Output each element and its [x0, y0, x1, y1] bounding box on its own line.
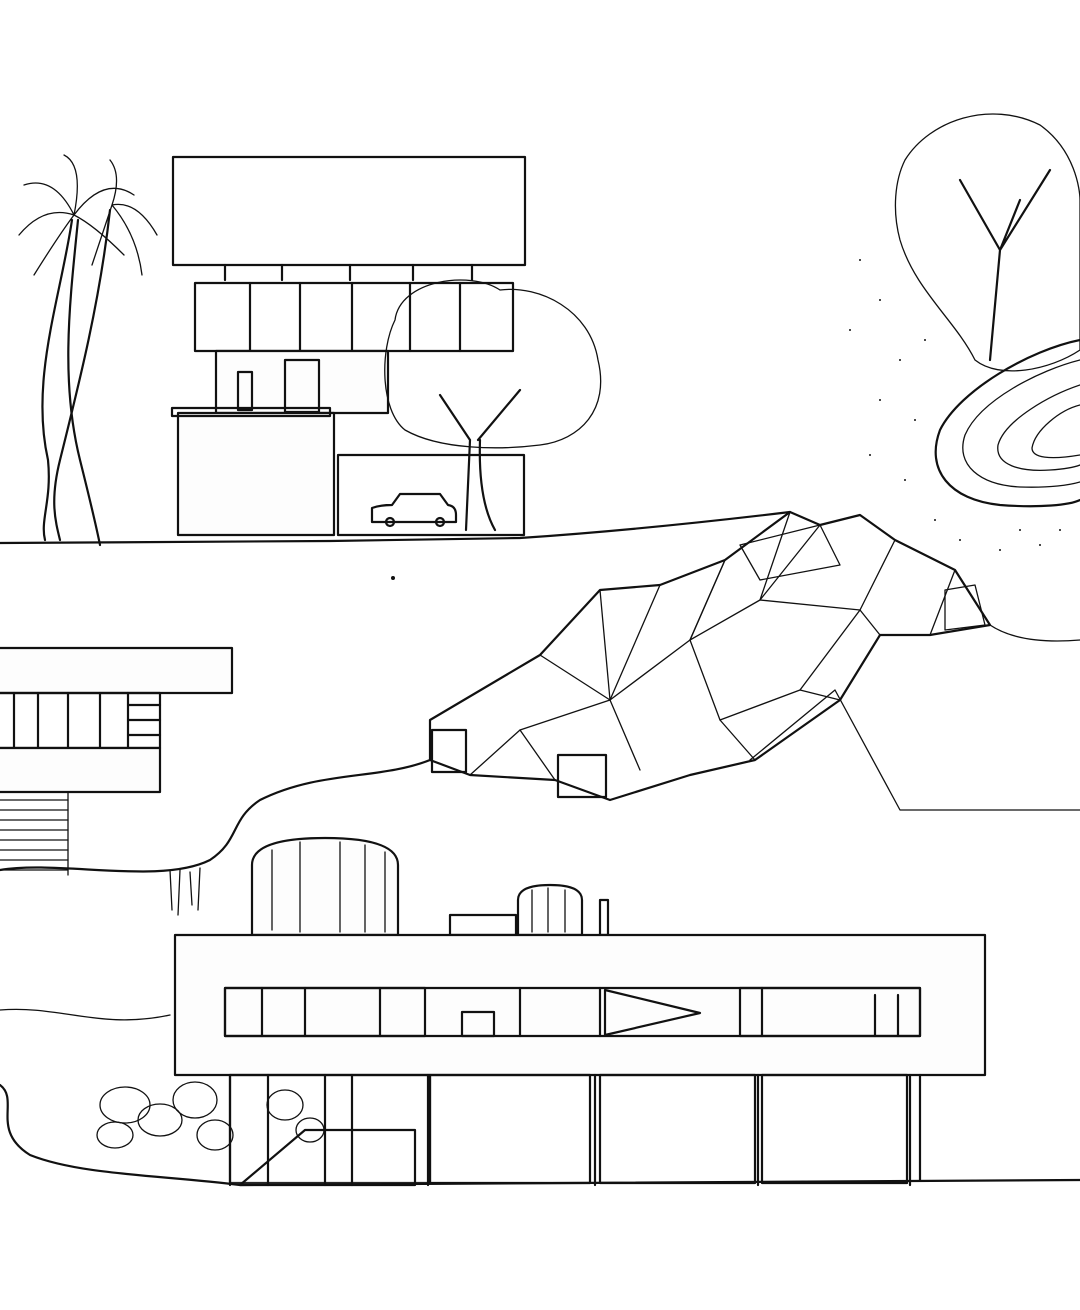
ground-line-top	[0, 510, 792, 545]
villa-main-volume	[173, 933, 987, 1077]
deciduous-tree-top	[384, 279, 602, 532]
waterfall	[169, 867, 201, 916]
car	[370, 492, 458, 528]
roof-drum-small	[516, 883, 584, 937]
ground-line-bottom	[0, 1083, 1080, 1187]
terrain-line-middle	[0, 758, 432, 873]
stipple-field-right	[849, 259, 1061, 551]
villa-house	[96, 836, 987, 1187]
faceted-building	[428, 510, 1080, 811]
tiled-roof	[171, 155, 527, 267]
stones	[96, 1081, 325, 1151]
roof-drum-large	[250, 836, 400, 937]
palm-tree	[18, 154, 158, 547]
ground-floor-block	[176, 411, 336, 537]
pond	[934, 338, 1080, 508]
upper-window-band	[193, 281, 515, 353]
top-house	[170, 155, 527, 537]
tree-top-right	[894, 113, 1080, 372]
entry-ramp	[238, 1128, 417, 1187]
cantilever-house	[0, 646, 234, 916]
